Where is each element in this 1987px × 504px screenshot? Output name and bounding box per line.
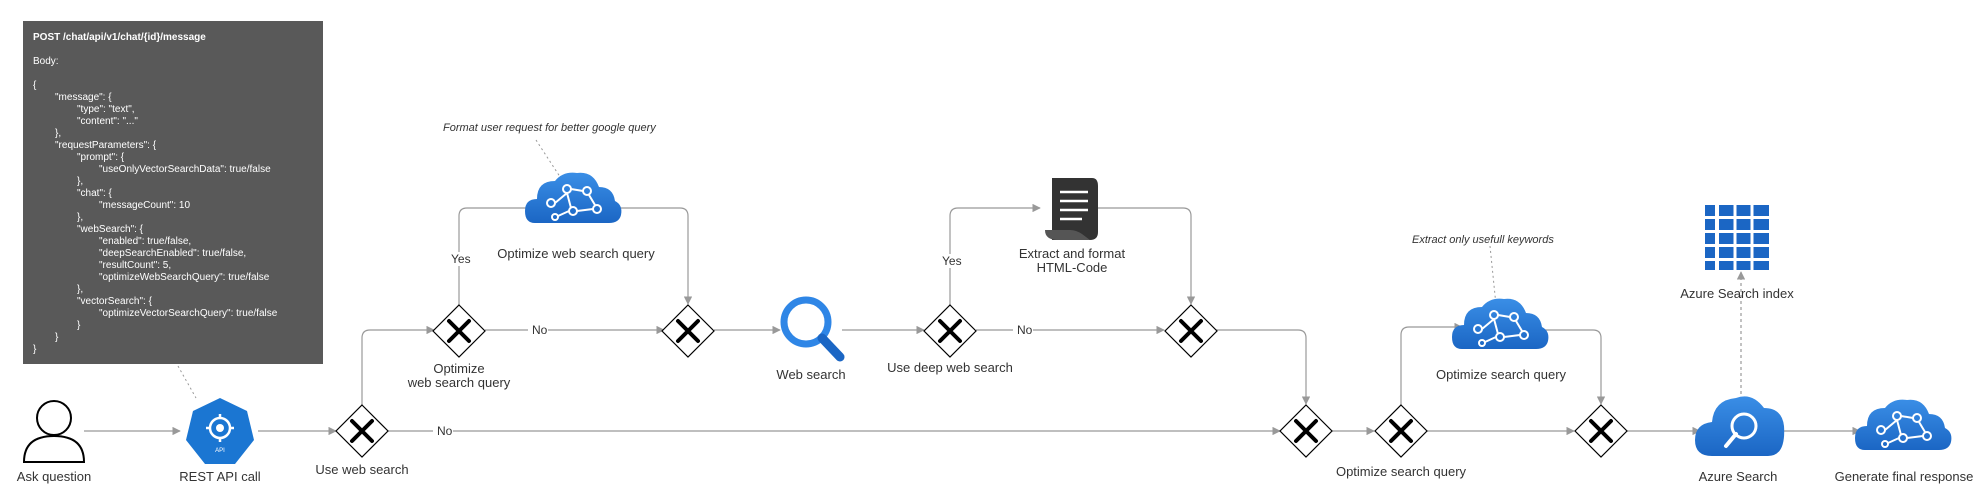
ask-question-label: Ask question (17, 469, 91, 484)
azure-search-icon (1695, 396, 1785, 456)
code-line: } (33, 344, 37, 355)
code-line: "webSearch": { (77, 224, 144, 235)
code-line: "optimizeVectorSearchQuery": true/false (99, 308, 278, 319)
code-line: "requestParameters": { (55, 140, 157, 151)
gateway-merge-search-query (1574, 404, 1628, 458)
code-line: }, (77, 176, 83, 187)
exclusive-gateway-icon (1294, 419, 1318, 443)
gateway-optimize-search-query (1374, 404, 1428, 458)
gateway-merge-web-paths (1279, 404, 1333, 458)
edge-label-no: No (532, 323, 548, 337)
code-line: }, (77, 212, 83, 223)
code-line: "deepSearchEnabled": true/false, (99, 248, 246, 259)
search-index-table-icon (1705, 205, 1769, 270)
optimize-web-search-query-label: Optimize web search query (497, 246, 655, 261)
ai-brain-cloud-icon (525, 172, 622, 223)
azure-search-label: Azure Search (1699, 469, 1778, 484)
gateway-use-web-search (335, 404, 389, 458)
ai-brain-cloud-icon (1452, 298, 1549, 349)
code-line: "enabled": true/false, (99, 236, 191, 247)
flow-edges (84, 203, 1861, 436)
code-line: }, (55, 128, 61, 139)
edge-labels: No Yes No Yes No (433, 252, 1033, 438)
rest-api-icon: API (186, 398, 254, 464)
code-line: "useOnlyVectorSearchData": true/false (99, 164, 271, 175)
code-line: }, (77, 284, 83, 295)
web-search-label: Web search (776, 367, 845, 382)
edge-label-yes: Yes (942, 254, 962, 268)
gateway-deep-web-search (923, 304, 977, 358)
code-line: "type": "text", (77, 104, 135, 115)
optimize-search-query-label: Optimize search query (1436, 367, 1567, 382)
use-deep-web-search-label: Use deep web search (887, 360, 1013, 375)
user-actor-icon (22, 400, 86, 463)
rest-api-call-label: REST API call (179, 469, 261, 484)
request-body-box: POST /chat/api/v1/chat/{id}/message Body… (23, 21, 323, 364)
api-badge: API (215, 448, 225, 454)
code-line: "resultCount": 5, (99, 260, 171, 271)
code-line: } (77, 320, 81, 331)
code-line: } (55, 332, 59, 343)
extract-format-label: Extract and format (1019, 246, 1126, 261)
code-line: { (33, 80, 37, 91)
code-line: "optimizeWebSearchQuery": true/false (99, 272, 270, 283)
request-endpoint: POST /chat/api/v1/chat/{id}/message (33, 32, 206, 43)
azure-search-index-label: Azure Search index (1680, 286, 1794, 301)
code-line: "chat": { (77, 188, 113, 199)
note-extract-keywords: Extract only usefull keywords (1412, 234, 1554, 246)
gateway-optimize-web-query (432, 304, 486, 358)
exclusive-gateway-icon (1389, 419, 1413, 443)
exclusive-gateway-icon (1589, 419, 1613, 443)
use-web-search-label: Use web search (315, 462, 408, 477)
code-line: "messageCount": 10 (99, 200, 190, 211)
ai-brain-cloud-icon (1855, 399, 1952, 450)
generate-final-response-label: Generate final response (1835, 469, 1974, 484)
exclusive-gateway-icon (350, 419, 374, 443)
code-line: "vectorSearch": { (77, 296, 153, 307)
edge-label-no: No (437, 424, 453, 438)
edge-label-yes: Yes (451, 252, 471, 266)
gateway-merge-web-query (661, 304, 715, 358)
exclusive-gateway-icon (447, 319, 471, 343)
optimize-gateway-label: web search query (407, 375, 511, 390)
code-line: "message": { (55, 92, 112, 103)
exclusive-gateway-icon (1179, 319, 1203, 343)
code-line: "prompt": { (77, 152, 125, 163)
optimize-search-query-gateway-label: Optimize search query (1336, 464, 1467, 479)
code-line: "content": "..." (77, 116, 138, 127)
exclusive-gateway-icon (676, 319, 700, 343)
extract-format-label: HTML-Code (1037, 260, 1108, 275)
code-line: Body: (33, 56, 59, 67)
gateway-merge-deep-search (1164, 304, 1218, 358)
search-icon (780, 296, 845, 362)
scroll-document-icon (1045, 178, 1098, 240)
edge-label-no: No (1017, 323, 1033, 337)
optimize-gateway-label: Optimize (433, 361, 484, 376)
note-format-request: Format user request for better google qu… (443, 122, 657, 134)
node-labels: Ask question REST API call Use web searc… (17, 246, 1974, 484)
exclusive-gateway-icon (938, 319, 962, 343)
